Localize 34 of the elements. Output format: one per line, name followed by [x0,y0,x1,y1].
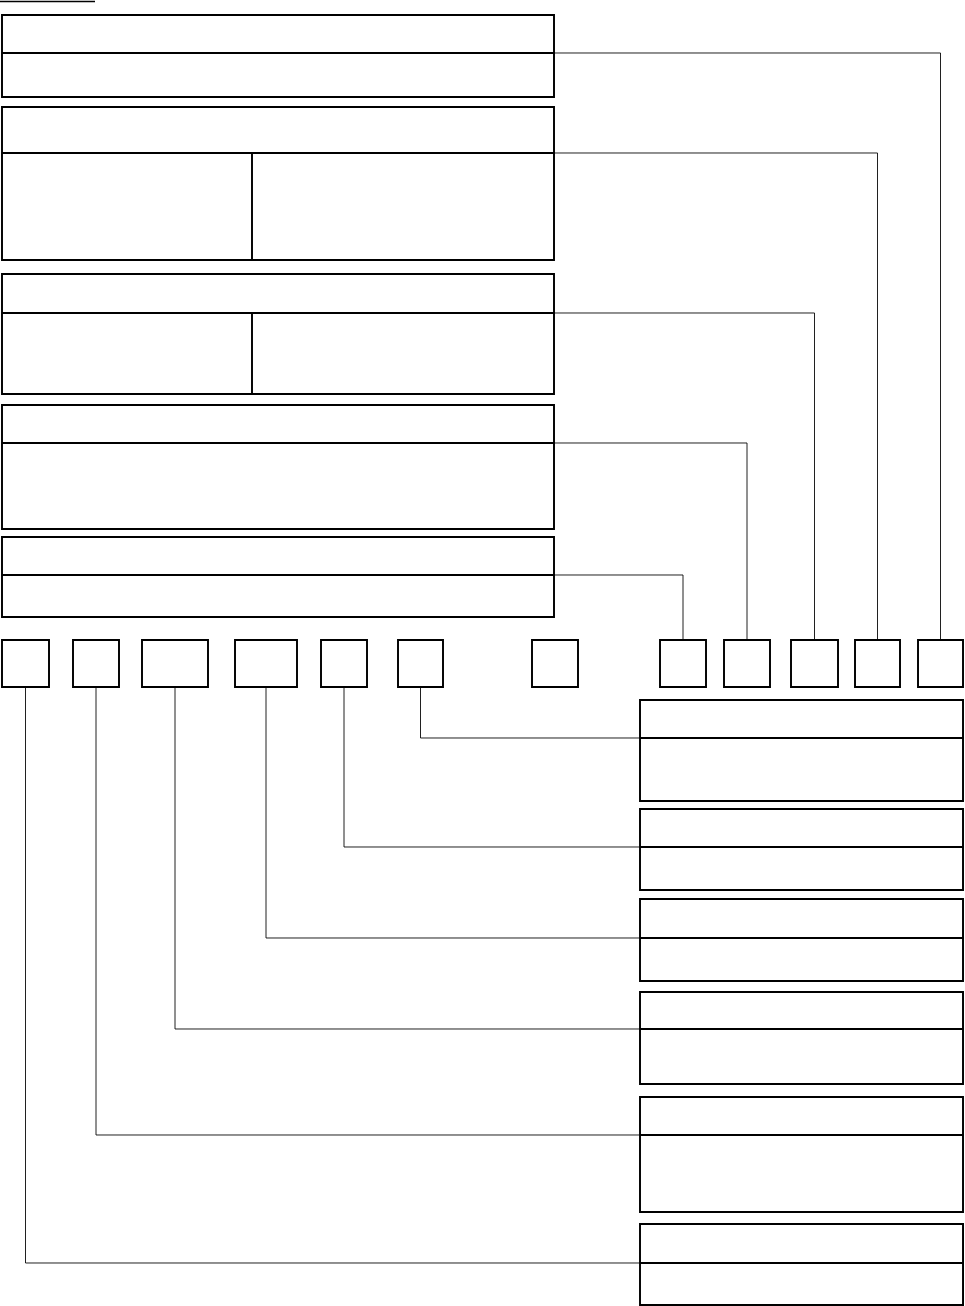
connector-line [25,686,641,1264]
connector-line [95,686,641,1136]
box [397,639,444,688]
connector-line [174,686,641,1030]
card [639,1223,964,1306]
card [639,898,964,982]
connector-line [553,442,748,641]
connector-line [265,686,641,939]
card [1,14,555,98]
connector-line [553,312,815,641]
box [723,639,771,688]
card [1,273,555,395]
card [1,404,555,530]
connector-line [343,686,641,848]
box [531,639,579,688]
connector-line [420,686,641,739]
card [1,536,555,618]
connector-line [553,52,941,641]
card [639,808,964,891]
box [790,639,839,688]
connector-line [553,152,878,641]
box [141,639,209,688]
box [320,639,368,688]
card [639,1096,964,1213]
box [854,639,901,688]
card [1,106,555,261]
box [917,639,964,688]
box [659,639,707,688]
card [639,699,964,802]
box [1,639,50,688]
card [639,991,964,1085]
connector-line [553,574,684,641]
box [234,639,298,688]
box [72,639,120,688]
